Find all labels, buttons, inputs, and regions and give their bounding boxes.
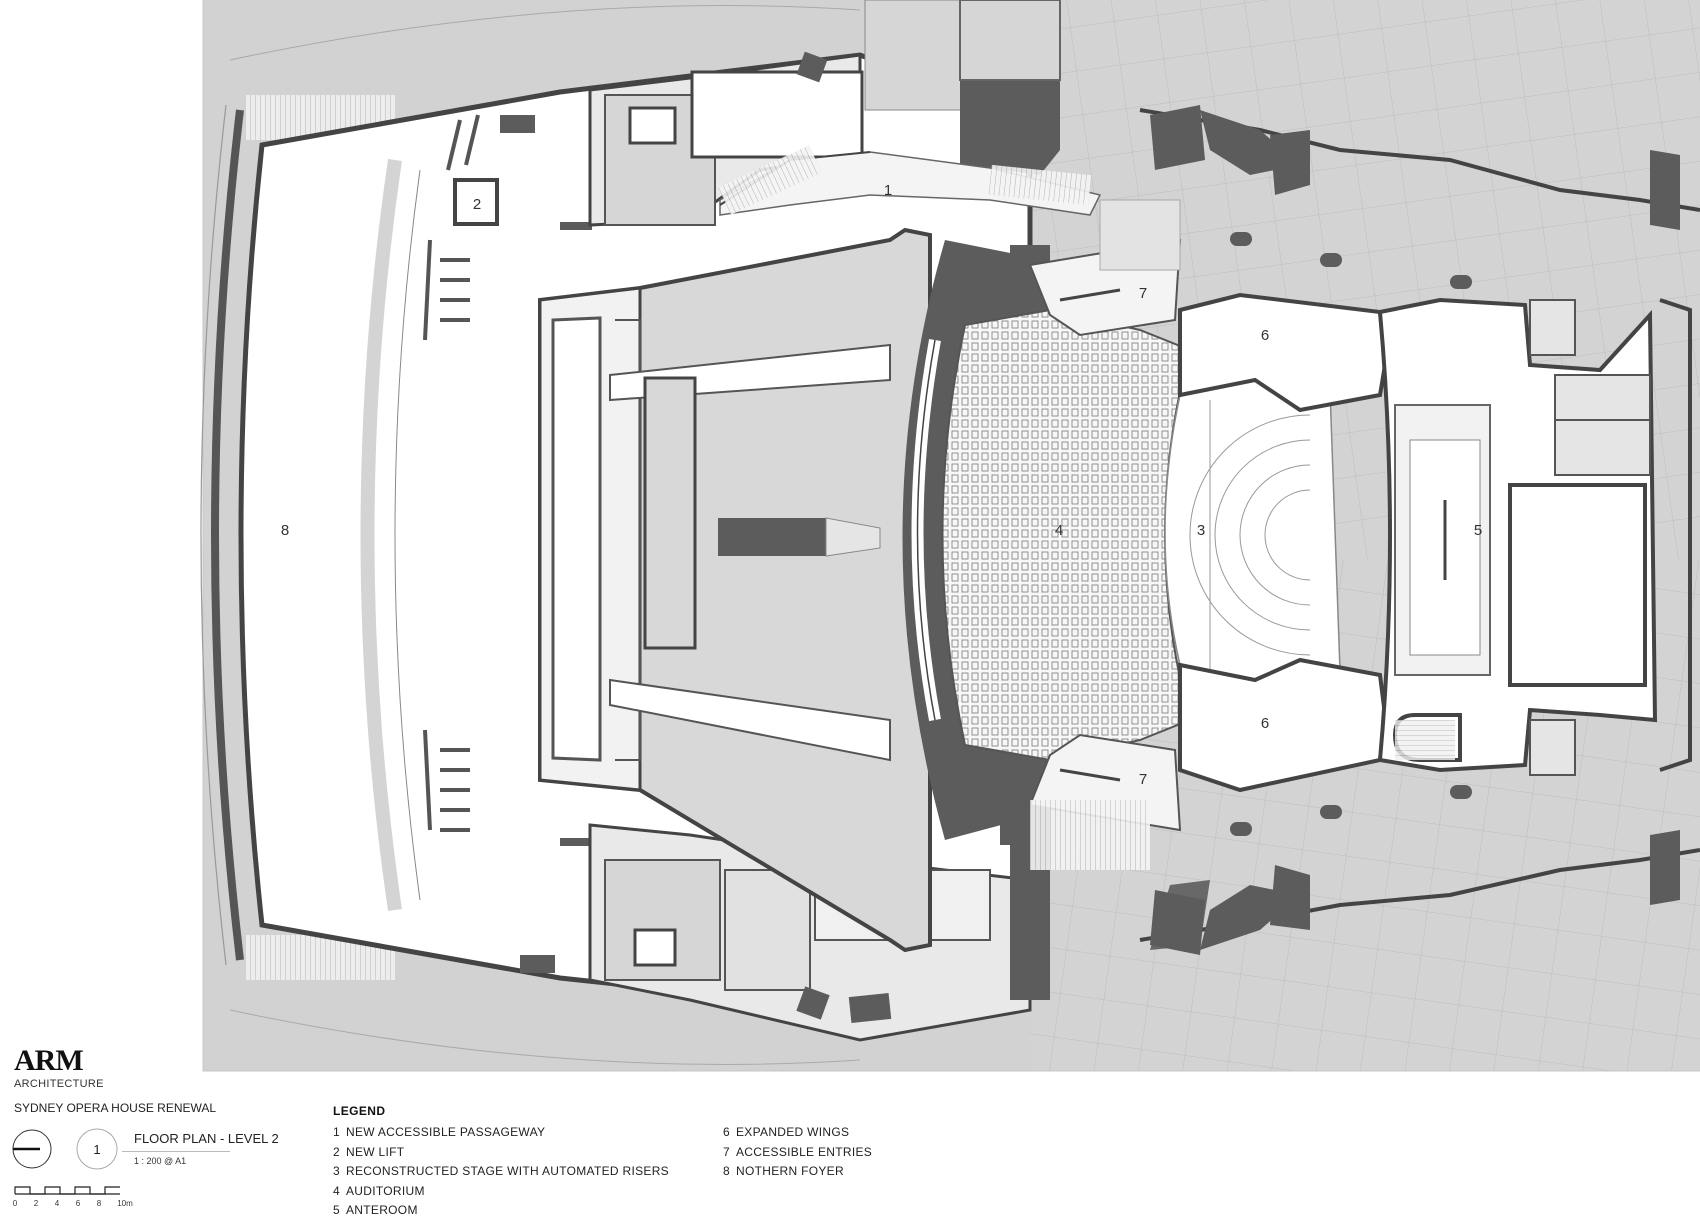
room-label-4: 4	[1055, 522, 1063, 539]
legend-item-label: ACCESSIBLE ENTRIES	[736, 1144, 873, 1159]
legend-item: 1 NEW ACCESSIBLE PASSAGEWAY	[333, 1123, 723, 1143]
legend-item: 2 NEW LIFT	[333, 1143, 723, 1163]
legend-item: 5 ANTEROOM	[333, 1201, 723, 1221]
room-label-6-north: 6	[1261, 327, 1269, 344]
legend-item: 6 EXPANDED WINGS	[723, 1123, 1113, 1143]
legend-item: 8 NOTHERN FOYER	[723, 1162, 1113, 1182]
firm-name: ARCHITECTURE	[14, 1078, 104, 1090]
stage-lift	[718, 518, 826, 556]
legend-item-label: NEW LIFT	[346, 1144, 405, 1159]
drawing-marker: 1	[12, 1128, 118, 1170]
room-label-1: 1	[884, 182, 892, 199]
legend-item-label: ANTEROOM	[346, 1203, 418, 1217]
new-lift	[453, 178, 499, 226]
scale-tick-8: 8	[97, 1199, 102, 1208]
auditorium-seating	[941, 308, 1192, 762]
legend-column-right: 6 EXPANDED WINGS 7 ACCESSIBLE ENTRIES 8 NOT…	[723, 1123, 1113, 1221]
legend-item-number: 8	[723, 1164, 730, 1178]
legend-item-number: 7	[723, 1144, 730, 1159]
project-name: SYDNEY OPERA HOUSE RENEWAL	[14, 1101, 217, 1115]
firm-logo: ARM ARCHITECTURE	[14, 1044, 104, 1091]
legend-item-number: 6	[723, 1125, 730, 1139]
reconstructed-stage	[1164, 379, 1341, 681]
legend-item-label: NOTHERN FOYER	[736, 1164, 844, 1178]
legend-item-number: 3	[333, 1164, 340, 1178]
scale-bar: 0 2 4 6 8 10m	[13, 1186, 133, 1208]
expanded-wing-north	[1178, 292, 1388, 413]
scale-tick-2: 2	[34, 1199, 39, 1208]
legend-item-number: 1	[333, 1125, 340, 1139]
room-label-7-south: 7	[1139, 771, 1147, 788]
drawing-title: FLOOR PLAN - LEVEL 2	[134, 1131, 279, 1146]
room-label-7-north: 7	[1139, 285, 1147, 302]
legend-item: 7 ACCESSIBLE ENTRIES	[723, 1143, 1113, 1163]
room-label-8: 8	[281, 522, 289, 539]
legend-item-number: 2	[333, 1144, 340, 1159]
legend-item: 3 RECONSTRUCTED STAGE WITH AUTOMATED RISE…	[333, 1162, 723, 1182]
legend-item-number: 5	[333, 1203, 340, 1217]
drawing-scale: 1 : 200 @ A1	[134, 1156, 187, 1166]
room-label-6-south: 6	[1261, 715, 1269, 732]
legend-column-left: 1 NEW ACCESSIBLE PASSAGEWAY 2 NEW LIFT 3 RE…	[333, 1123, 723, 1221]
legend-item-label: AUDITORIUM	[346, 1183, 425, 1198]
legend-item-label: NEW ACCESSIBLE PASSAGEWAY	[346, 1125, 546, 1139]
floor-plan-drawing: 1 2 3 4 5 6 6 7 7 8	[200, 0, 1700, 1072]
scale-tick-10: 10m	[117, 1199, 133, 1208]
room-label-3: 3	[1197, 522, 1205, 539]
legend-item: 4 AUDITORIUM	[333, 1182, 723, 1202]
legend-title: LEGEND	[333, 1104, 386, 1118]
legend: LEGEND 1 NEW ACCESSIBLE PASSAGEWAY 2 NEW L…	[333, 1104, 1113, 1221]
title-block: ARM ARCHITECTURE SYDNEY OPERA HOUSE RENE…	[0, 1040, 1700, 1220]
title-underline	[122, 1151, 230, 1152]
room-label-5: 5	[1474, 522, 1482, 539]
legend-item-number: 4	[333, 1183, 340, 1198]
logo-mark: ARM	[14, 1044, 84, 1077]
legend-item-label: EXPANDED WINGS	[736, 1125, 850, 1139]
scale-tick-0: 0	[13, 1199, 18, 1208]
drawing-number: 1	[93, 1142, 100, 1157]
room-label-2: 2	[473, 196, 481, 213]
scale-tick-6: 6	[76, 1199, 81, 1208]
scale-tick-4: 4	[55, 1199, 60, 1208]
legend-item-label: RECONSTRUCTED STAGE WITH AUTOMATED RISER…	[346, 1164, 669, 1178]
